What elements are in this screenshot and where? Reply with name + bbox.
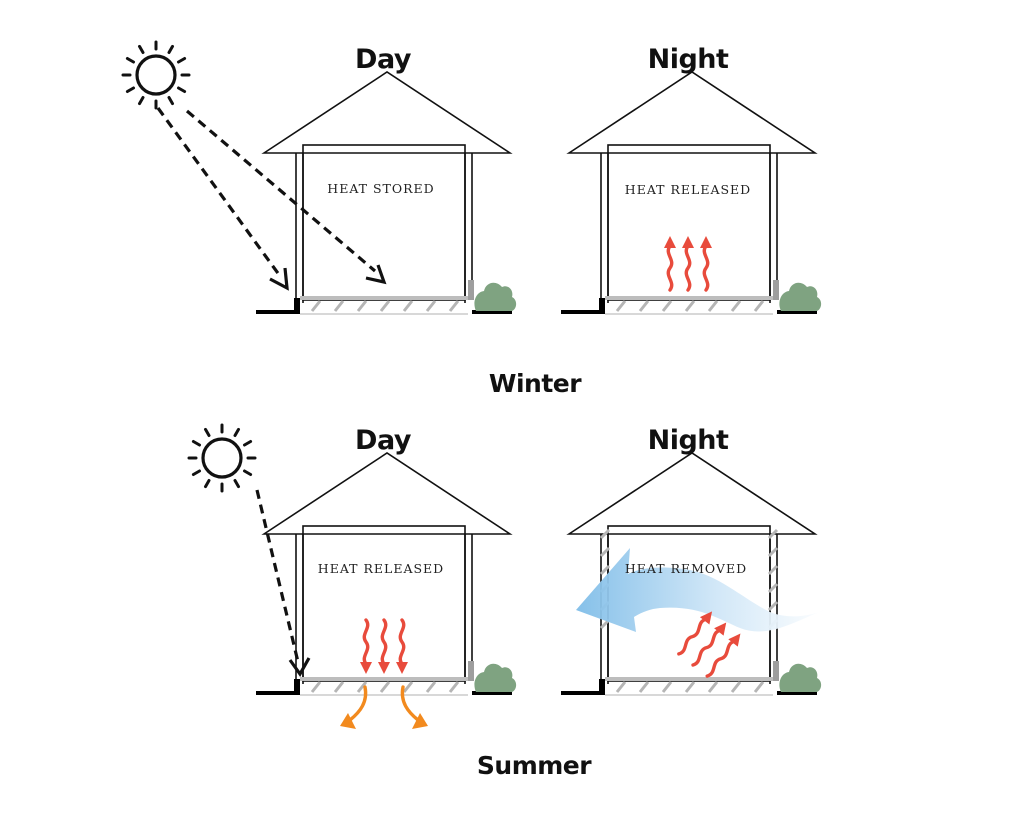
panel-winter-day: Day HEAT STORED <box>121 40 519 316</box>
season-label-winter: Winter <box>489 369 582 398</box>
season-label-summer: Summer <box>477 751 592 780</box>
sun-ray-arrow <box>255 489 311 677</box>
panel-title-winter-night: Night <box>648 44 729 75</box>
panel-summer-day: Day HEAT RELEASED <box>187 423 519 729</box>
sun-icon <box>121 40 191 110</box>
heat-label-summer-day: HEAT RELEASED <box>318 561 444 576</box>
heat-wave-icon <box>358 618 410 676</box>
panel-title-summer-day: Day <box>355 425 412 456</box>
ground-heat-arrows <box>340 685 428 729</box>
panel-title-winter-day: Day <box>355 44 412 75</box>
sun-ray-arrows <box>156 107 387 291</box>
heat-wave-icon <box>662 234 714 292</box>
panel-winter-night: Night HEAT RELEASED <box>559 44 824 316</box>
panel-title-summer-night: Night <box>648 425 729 456</box>
heat-label-winter-night: HEAT RELEASED <box>625 182 751 197</box>
sun-icon <box>187 423 257 493</box>
airflow-arrow-icon <box>576 548 830 632</box>
heat-label-summer-night: HEAT REMOVED <box>625 561 747 576</box>
heat-label-winter-day: HEAT STORED <box>327 181 434 196</box>
panel-summer-night: Night HEAT REMOVED <box>559 425 830 697</box>
